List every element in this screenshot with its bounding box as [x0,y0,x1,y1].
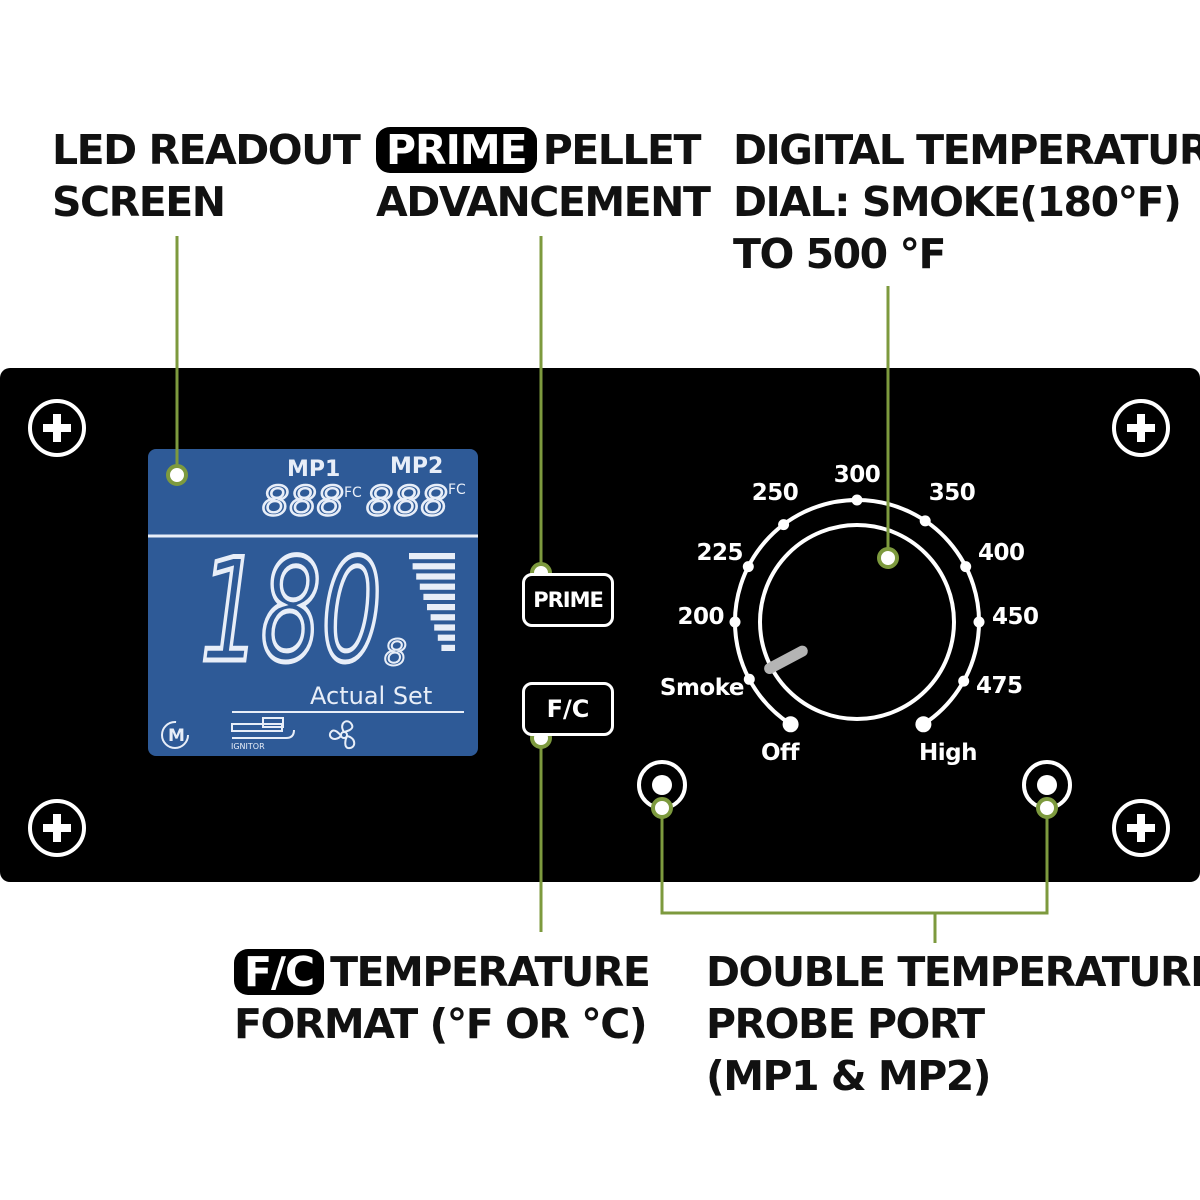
callout-dial-line2: DIAL: SMOKE(180°F) [733,178,1182,226]
callout-led-readout: LED READOUT SCREEN [52,124,361,228]
dial-tick [778,519,790,531]
callout-leader-lines [175,236,1049,943]
callout-dial-line3: TO 500 °F [733,230,946,278]
callout-fc-line2: FORMAT (°F OR °C) [234,1000,648,1048]
dial-tick-marks [729,494,985,733]
fc-button[interactable]: F/C [522,682,614,736]
plus-screw-icon [28,799,86,857]
dial-label: Off [761,740,801,766]
dial-label: Smoke [660,675,744,701]
dial-label: High [919,740,977,766]
callout-prime-line1: PELLET [542,126,702,174]
dial-label: 450 [992,604,1039,630]
level-bar [423,593,455,600]
prime-badge: PRIME [376,127,537,173]
plus-screw-icon [1112,399,1170,457]
plus-screw-icon [28,399,86,457]
main-temperature-readout: 180 [200,529,382,694]
fan-icon [328,720,356,750]
dial-tick [919,515,931,527]
dial-label: 300 [834,462,881,488]
level-bar [430,614,455,621]
level-bar [427,604,455,611]
level-bar [409,553,455,560]
callout-probe-line3: (MP1 & MP2) [706,1052,992,1100]
mp2-unit: FC [448,482,466,498]
probe-port-mp1[interactable] [637,760,687,810]
level-bar [441,644,455,651]
callout-probe: DOUBLE TEMPERATURE PROBE PORT (MP1 & MP2… [706,946,1200,1102]
dial-knob[interactable] [758,523,956,721]
dial-tick [960,561,972,573]
dial-label: 225 [696,540,743,566]
mp2-readout: 888 [366,479,448,525]
svg-text:M: M [168,726,185,746]
dial-tick [743,673,755,685]
level-bar [419,583,455,590]
fc-badge: F/C [234,949,325,995]
mp1-label: MP1 [287,457,340,482]
level-bar [416,573,455,580]
dial-tick [973,616,985,628]
ignitor-label: IGNITOR [231,742,265,751]
callout-led-line2: SCREEN [52,178,226,226]
dial-label: 350 [929,480,976,506]
level-bar-graph [409,553,455,651]
mp1-readout: 888 [262,479,344,525]
dial-label: 200 [677,604,724,630]
callout-dial: DIGITAL TEMPERATURE DIAL: SMOKE(180°F) T… [733,124,1200,280]
level-bar [434,624,455,631]
level-bar [437,634,455,641]
ignitor-icon: IGNITOR [231,717,295,751]
prime-button[interactable]: PRIME [522,573,614,627]
callout-prime-line2: ADVANCEMENT [376,178,711,226]
dial-label: 250 [752,480,799,506]
mp1-unit: FC [344,485,362,501]
callout-probe-line2: PROBE PORT [706,1000,985,1048]
level-bar [412,563,455,570]
small-digit-readout: 8 [384,633,407,674]
plus-screw-icon [1112,799,1170,857]
callout-probe-line1: DOUBLE TEMPERATURE [706,948,1200,996]
dial-tick [782,716,799,733]
dial-tick [958,675,970,687]
led-readout-screen: MP1 MP2 888 FC 888 FC 180 8 Actual Set M… [148,449,478,756]
dial-tick [915,716,932,733]
dial-pointer [764,645,808,674]
callout-led-line1: LED READOUT [52,126,361,174]
mp2-label: MP2 [390,454,443,479]
dial-label: 475 [976,673,1023,699]
actual-set-label: Actual Set [310,682,432,710]
callout-dial-line1: DIGITAL TEMPERATURE [733,126,1200,174]
dial-label: 400 [978,540,1025,566]
rotate-m-icon: M [161,721,189,749]
dial-tick [851,494,863,506]
callout-fc-line1: TEMPERATURE [330,948,651,996]
dial-tick [729,616,741,628]
dial-tick [742,561,754,573]
